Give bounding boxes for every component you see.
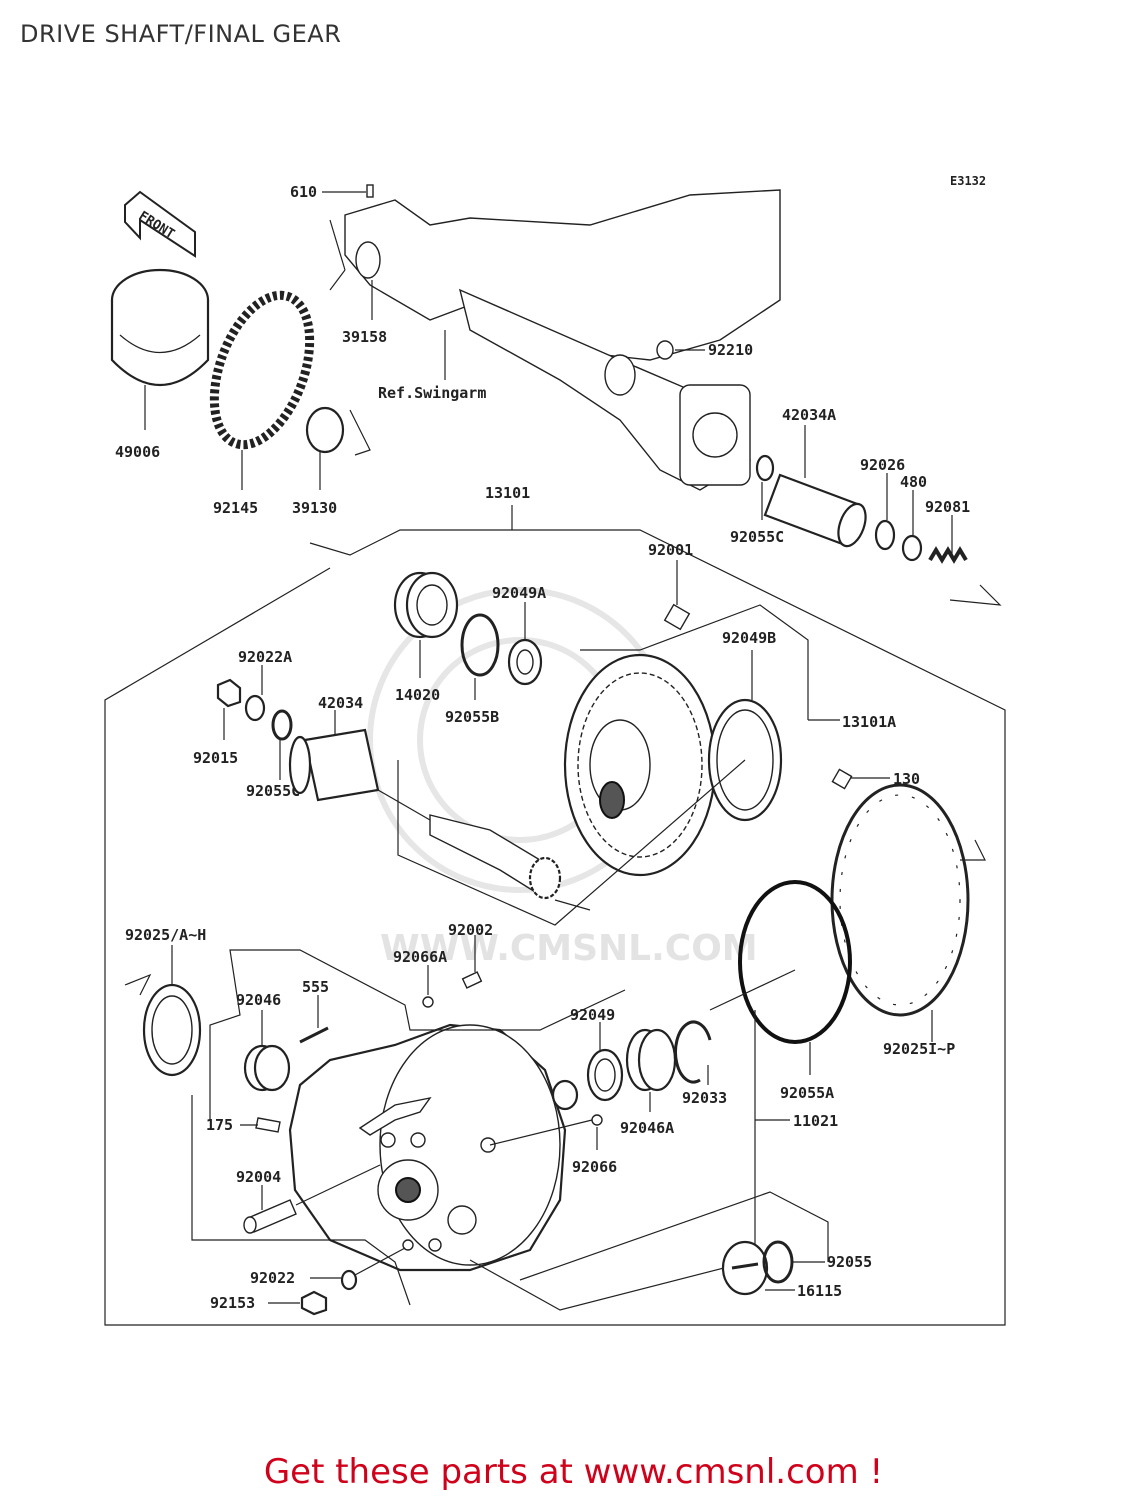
label-92022a: 92022A [238, 648, 292, 666]
part-92022[interactable]: 92022 [250, 1247, 406, 1291]
label-92022: 92022 [250, 1269, 295, 1287]
label-14020: 14020 [395, 686, 440, 704]
label-92033: 92033 [682, 1089, 727, 1107]
part-11021-final-gear-case[interactable]: 11021 [191, 949, 838, 1311]
label-13101[interactable]: 13101 [485, 484, 530, 502]
part-92049b[interactable]: 92049B [707, 629, 783, 822]
part-92004[interactable]: 92004 [236, 1164, 381, 1234]
label-555: 555 [302, 978, 329, 996]
part-92066a[interactable]: 92066A [393, 948, 447, 1008]
part-92022a[interactable]: 92022A [238, 648, 292, 722]
label-92055: 92055 [827, 1253, 872, 1271]
label-16115: 16115 [797, 1282, 842, 1300]
part-92025-a-h[interactable]: 92025/A~H [124, 926, 206, 1077]
part-42034a[interactable]: 42034A [763, 406, 871, 550]
label-92055a: 92055A [780, 1084, 834, 1102]
label-42034: 42034 [318, 694, 363, 712]
part-49006[interactable]: 49006 [110, 268, 210, 461]
label-13101a: 13101A [842, 713, 896, 731]
label-92210: 92210 [708, 341, 753, 359]
label-92046: 92046 [236, 991, 281, 1009]
label-92026: 92026 [860, 456, 905, 474]
label-92004: 92004 [236, 1168, 281, 1186]
label-92049a: 92049A [492, 584, 546, 602]
watermark-text: WWW.CMSNL.COM [380, 928, 758, 969]
part-92081[interactable]: 92081 [925, 498, 1002, 606]
label-92145: 92145 [213, 499, 258, 517]
label-ref-swingarm: Ref.Swingarm [378, 384, 486, 402]
label-49006: 49006 [115, 443, 160, 461]
label-39158[interactable]: 39158 [342, 328, 387, 346]
label-92001: 92001 [648, 541, 693, 559]
label-92066a: 92066A [393, 948, 447, 966]
part-39130[interactable]: 39130 [292, 406, 371, 517]
label-92081: 92081 [925, 498, 970, 516]
diagram-code: E3132 [950, 174, 986, 188]
part-92055c[interactable]: 92055C [246, 709, 300, 800]
part-92210[interactable]: 92210 [656, 340, 753, 360]
part-92015[interactable]: 92015 [193, 678, 242, 767]
part-92049a[interactable]: 92049A [492, 584, 546, 686]
label-92066: 92066 [572, 1158, 617, 1176]
part-480[interactable]: 480 [900, 473, 927, 562]
label-130: 130 [893, 770, 920, 788]
label-92049b: 92049B [722, 629, 776, 647]
label-92055b: 92055B [445, 708, 499, 726]
part-92001[interactable]: 92001 [648, 541, 693, 631]
part-16115[interactable]: 16115 [721, 1240, 842, 1300]
label-92153: 92153 [210, 1294, 255, 1312]
part-42034[interactable]: 42034 [288, 694, 380, 802]
label-610: 610 [290, 183, 317, 201]
swingarm [329, 189, 781, 491]
front-arrow-icon: FRONT [124, 190, 196, 258]
part-610[interactable]: 610 [290, 183, 374, 201]
part-92026[interactable]: 92026 [860, 456, 905, 551]
label-92025i-p: 92025I~P [883, 1040, 955, 1058]
label-39130: 39130 [292, 499, 337, 517]
label-92025-a-h: 92025/A~H [125, 926, 206, 944]
page-title: DRIVE SHAFT/FINAL GEAR [20, 20, 342, 48]
part-92025i-p[interactable]: 92025I~P [830, 783, 986, 1058]
part-92055a[interactable]: 92055A [709, 880, 852, 1102]
label-480: 480 [900, 473, 927, 491]
label-92055c: 92055C [246, 782, 300, 800]
label-92002: 92002 [448, 921, 493, 939]
part-92055b[interactable]: 92055B [445, 613, 500, 726]
part-92049[interactable]: 92049 [570, 1006, 624, 1102]
part-13101a-ring-gear[interactable]: 13101A [563, 604, 896, 877]
part-92153[interactable]: 92153 [210, 1290, 328, 1316]
label-175: 175 [206, 1116, 233, 1134]
part-92055[interactable]: 92055 [519, 1191, 872, 1284]
label-92015: 92015 [193, 749, 238, 767]
part-130[interactable]: 130 [831, 768, 920, 790]
part-14020[interactable]: 14020 [393, 571, 459, 704]
part-92145[interactable]: 92145 [196, 282, 328, 517]
pinion-shaft [377, 759, 746, 926]
part-92046a[interactable]: 92046A [620, 1028, 677, 1137]
part-92055c-top[interactable]: 92055C [730, 454, 784, 546]
label-92049: 92049 [570, 1006, 615, 1024]
label-42034a: 42034A [782, 406, 836, 424]
part-175[interactable]: 175 [206, 1116, 281, 1134]
part-555[interactable]: 555 [299, 978, 329, 1044]
label-92055c-top: 92055C [730, 528, 784, 546]
part-92033[interactable]: 92033 [674, 1020, 728, 1107]
footer-link-text[interactable]: Get these parts at www.cmsnl.com ! [263, 1452, 884, 1492]
part-92046[interactable]: 92046 [236, 991, 291, 1092]
part-92002[interactable]: 92002 [448, 921, 493, 989]
label-11021: 11021 [793, 1112, 838, 1130]
part-92066[interactable]: 92066 [489, 1079, 617, 1176]
label-92046a: 92046A [620, 1119, 674, 1137]
